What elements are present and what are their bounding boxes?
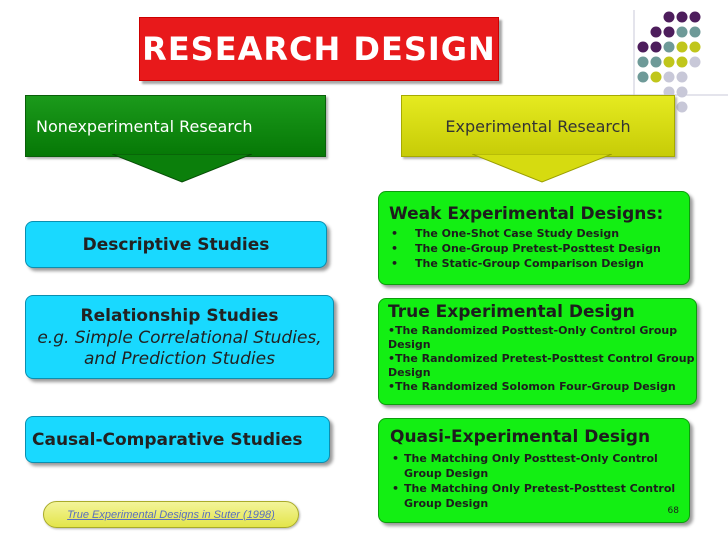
quasi-design-box: Quasi-Experimental Design The Matching O…	[378, 418, 690, 523]
weak-designs-heading: Weak Experimental Designs:	[389, 204, 664, 224]
decorative-dot	[650, 71, 662, 83]
decorative-dot	[676, 101, 688, 113]
decorative-dot	[650, 56, 662, 68]
true-design-item: •The Randomized Solomon Four-Group Desig…	[388, 380, 676, 393]
weak-design-item: The One-Group Pretest-Posttest Design	[389, 241, 689, 256]
relationship-studies-box: Relationship Studies e.g. Simple Correla…	[25, 295, 334, 379]
nonexperimental-header: Nonexperimental Research	[25, 95, 326, 157]
true-design-item: •The Randomized Pretest-Posttest Control…	[388, 352, 695, 379]
quasi-design-item: The Matching Only Pretest-Posttest Contr…	[390, 481, 689, 511]
nonexperimental-label: Nonexperimental Research	[36, 116, 253, 136]
decorative-dot	[650, 41, 662, 53]
decorative-dot	[676, 41, 688, 53]
citation-pill[interactable]: True Experimental Designs in Suter (1998…	[43, 501, 299, 528]
relationship-studies-title: Relationship Studies	[80, 306, 279, 326]
page-number: 68	[667, 506, 679, 516]
causal-comparative-box: Causal-Comparative Studies	[25, 416, 330, 463]
decorative-dot	[663, 41, 675, 53]
causal-comparative-label: Causal-Comparative Studies	[32, 429, 303, 450]
decorative-dot	[689, 41, 701, 53]
decorative-dot	[663, 26, 675, 38]
decorative-dot	[637, 56, 649, 68]
true-design-box: True Experimental Design •The Randomized…	[378, 298, 697, 405]
decorative-dot	[663, 11, 675, 23]
decorative-dot	[689, 26, 701, 38]
decorative-dot	[676, 56, 688, 68]
descriptive-studies-box: Descriptive Studies	[25, 221, 327, 268]
page-title: RESEARCH DESIGN	[139, 17, 499, 81]
decorative-dot	[637, 41, 649, 53]
weak-designs-box: Weak Experimental Designs: The One-Shot …	[378, 191, 690, 285]
decorative-dot	[676, 26, 688, 38]
decorative-dot	[663, 71, 675, 83]
relationship-studies-subtitle: e.g. Simple Correlational Studies, and P…	[37, 328, 322, 369]
decorative-dot	[637, 71, 649, 83]
true-design-item: •The Randomized Posttest-Only Control Gr…	[388, 324, 678, 351]
quasi-design-item: The Matching Only Posttest-Only Control …	[390, 451, 689, 481]
nonexperimental-arrow	[112, 154, 252, 183]
experimental-arrow	[472, 154, 612, 183]
decorative-dot	[676, 86, 688, 98]
quasi-design-heading: Quasi-Experimental Design	[390, 427, 651, 447]
decorative-dot	[689, 11, 701, 23]
experimental-header: Experimental Research	[401, 95, 675, 157]
weak-design-item: The Static-Group Comparison Design	[389, 256, 689, 271]
decorative-dot	[676, 71, 688, 83]
decorative-dot	[650, 26, 662, 38]
citation-link[interactable]: True Experimental Designs in Suter (1998…	[67, 508, 275, 521]
weak-design-item: The One-Shot Case Study Design	[389, 226, 689, 241]
decorative-dot	[663, 56, 675, 68]
true-design-heading: True Experimental Design	[388, 302, 635, 322]
decorative-dot	[676, 11, 688, 23]
descriptive-studies-label: Descriptive Studies	[82, 234, 270, 255]
experimental-label: Experimental Research	[445, 116, 631, 136]
decorative-dot	[689, 56, 701, 68]
